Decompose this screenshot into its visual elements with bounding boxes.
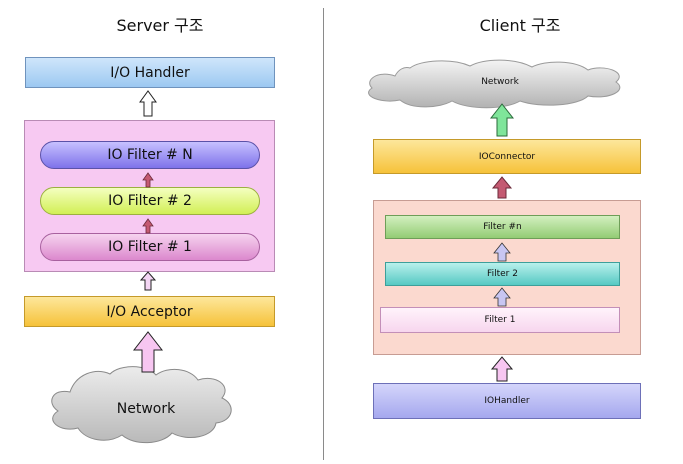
server-arrow-filter2-up [142, 172, 154, 188]
server-filter-n: IO Filter # N [40, 141, 260, 169]
server-io-acceptor-label: I/O Acceptor [106, 303, 193, 320]
server-filter-2: IO Filter # 2 [40, 187, 260, 215]
server-io-acceptor-box: I/O Acceptor [24, 296, 275, 327]
client-iohandler-box: IOHandler [373, 383, 641, 419]
server-network-label: Network [116, 401, 176, 417]
client-filter-1-label: Filter 1 [484, 315, 516, 325]
server-arrow-handler-up [139, 90, 157, 117]
server-filter-1: IO Filter # 1 [40, 233, 260, 261]
client-filter-n: Filter #n [385, 215, 620, 239]
client-network-cloud [368, 59, 621, 109]
client-ioconnector-box: IOConnector [373, 139, 641, 174]
client-arrow-handler-up [490, 356, 514, 382]
server-filter-n-label: IO Filter # N [107, 147, 193, 163]
server-io-handler-label: I/O Handler [110, 64, 190, 81]
client-filter-1: Filter 1 [380, 307, 620, 333]
client-arrow-network-up [489, 103, 515, 137]
server-title: Server 구조 [116, 16, 204, 35]
client-arrow-filter1-up [493, 287, 511, 307]
server-filter-2-label: IO Filter # 2 [108, 193, 192, 209]
server-io-handler-box: I/O Handler [25, 57, 275, 88]
client-arrow-filter2-up [493, 242, 511, 262]
client-filter-n-label: Filter #n [483, 222, 522, 232]
client-title: Client 구조 [479, 16, 561, 35]
server-arrow-network-up [132, 331, 164, 373]
client-filter-2: Filter 2 [385, 262, 620, 286]
server-filter-1-label: IO Filter # 1 [108, 239, 192, 255]
client-ioconnector-label: IOConnector [478, 151, 536, 162]
client-arrow-connector-up [491, 176, 513, 199]
client-filter-2-label: Filter 2 [487, 269, 518, 279]
client-network-label: Network [481, 77, 519, 87]
server-arrow-acceptor-up [139, 271, 157, 291]
section-divider [323, 8, 324, 460]
client-iohandler-label: IOHandler [484, 396, 530, 406]
server-arrow-filter1-up [142, 218, 154, 234]
